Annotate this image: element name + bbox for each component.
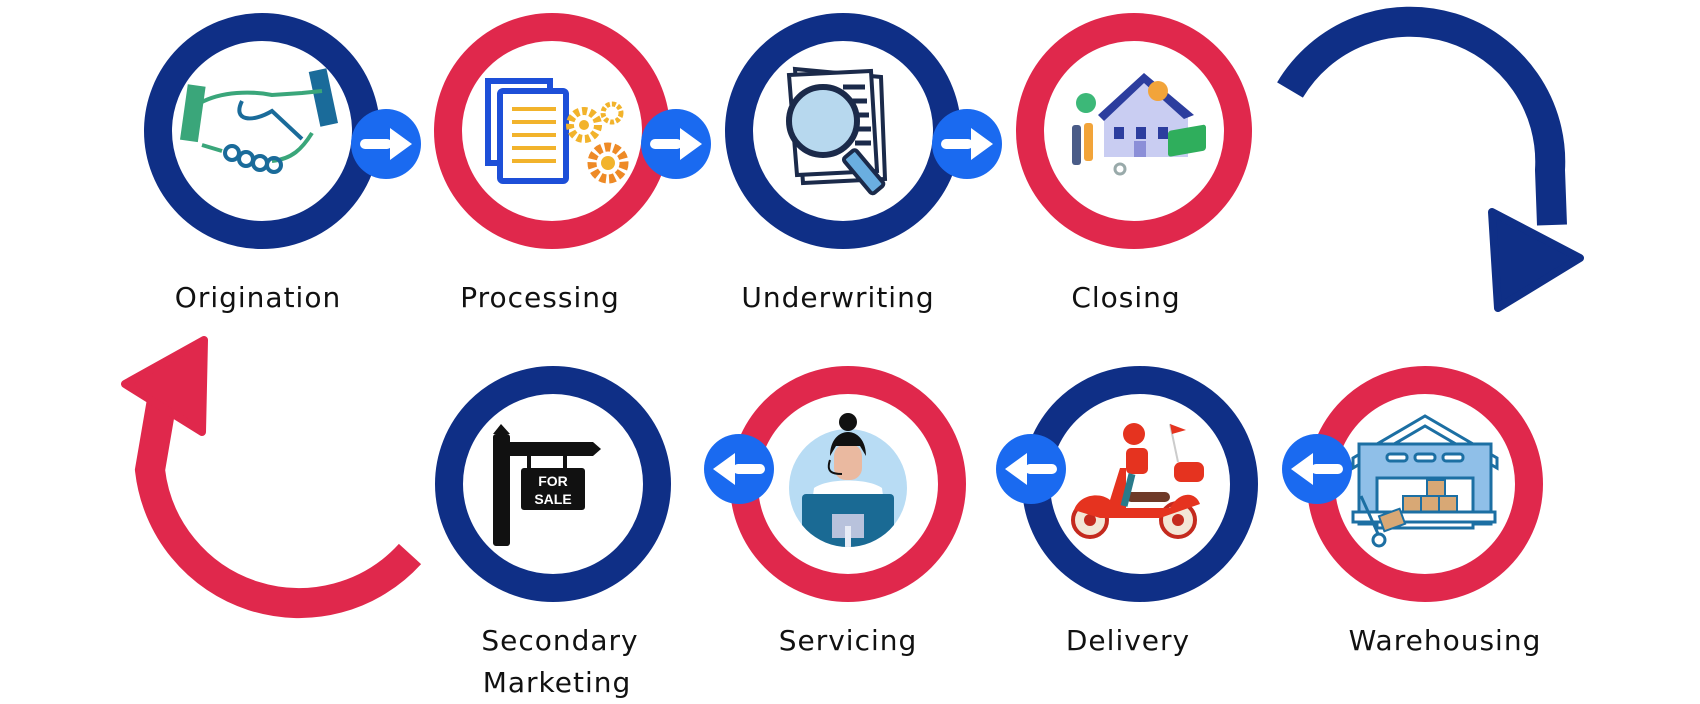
scooter-icon [1071, 423, 1204, 539]
arrow-left-icon [1291, 453, 1343, 485]
warehouse-icon [1351, 414, 1499, 548]
support-agent-icon [789, 413, 907, 547]
label-secondary-marketing-line2: Marketing [482, 666, 632, 699]
label-delivery: Delivery [1065, 624, 1191, 657]
arrow-right-badge-2 [641, 109, 711, 179]
curved-arrow-up-icon [121, 336, 422, 619]
label-warehousing: Warehousing [1348, 624, 1542, 657]
arrow-left-badge-3 [704, 434, 774, 504]
arrow-right-badge-1 [351, 109, 421, 179]
label-origination: Origination [174, 281, 342, 314]
step-delivery [1022, 366, 1258, 602]
arrow-left-badge-1 [1282, 434, 1352, 504]
arrow-right-icon [941, 128, 993, 160]
arrow-left-icon [1005, 453, 1057, 485]
label-processing: Processing [460, 281, 620, 314]
documents-gears-icon [485, 78, 629, 184]
sign-text-line2: SALE [534, 491, 571, 507]
label-underwriting: Underwriting [741, 281, 935, 314]
sign-text-line1: FOR [538, 473, 568, 489]
handshake-icon [179, 68, 339, 174]
label-servicing: Servicing [778, 624, 918, 657]
arrow-right-badge-3 [932, 109, 1002, 179]
arrow-right-icon [360, 128, 412, 160]
house-money-icon [1072, 73, 1206, 176]
arrow-right-icon [650, 128, 702, 160]
label-secondary-marketing-line1: Secondary [481, 624, 639, 657]
arrow-left-icon [713, 453, 765, 485]
ring-delivery [1022, 366, 1258, 602]
label-closing: Closing [1071, 281, 1181, 314]
magnifier-document-icon [786, 66, 888, 196]
for-sale-sign-icon: FOR SALE [493, 424, 601, 546]
curved-arrow-down-icon [1277, 6, 1584, 312]
arrow-left-badge-2 [996, 434, 1066, 504]
